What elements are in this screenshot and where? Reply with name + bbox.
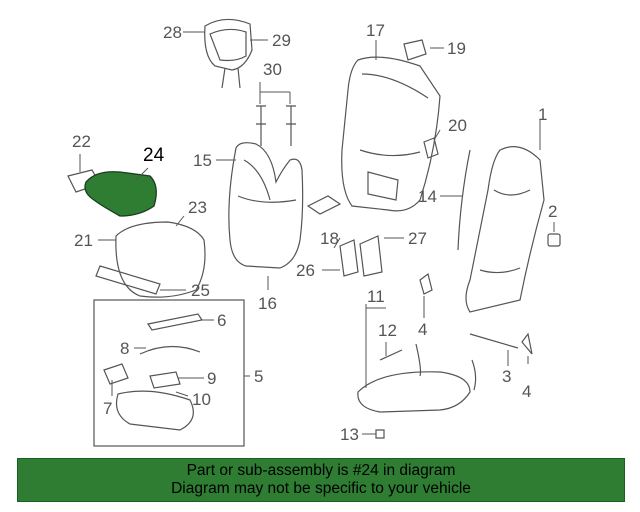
seat-frame — [357, 343, 477, 413]
callout-11: 11 — [367, 287, 385, 306]
callout-26: 26 — [296, 261, 315, 280]
banner-line-1: Part or sub-assembly is #24 in diagram — [186, 462, 456, 479]
callout-9: 9 — [207, 369, 217, 388]
cable-8 — [139, 345, 201, 355]
clip-20 — [423, 137, 439, 159]
panel-25 — [95, 265, 161, 295]
callout-7: 7 — [103, 399, 113, 418]
callout-5: 5 — [254, 367, 264, 386]
armrest-23 — [115, 221, 206, 298]
housing — [115, 390, 194, 431]
callout-20: 20 — [448, 116, 467, 135]
subassembly-box — [93, 299, 245, 447]
info-banner: Part or sub-assembly is #24 in diagram D… — [17, 458, 625, 502]
clip-4a — [419, 272, 433, 295]
headrest — [204, 18, 253, 89]
callout-21: 21 — [74, 231, 93, 250]
cover-18 — [306, 195, 342, 215]
callout-29: 29 — [272, 31, 291, 50]
guide-sleeves — [256, 105, 296, 146]
callout-18: 18 — [320, 229, 339, 248]
part-10 — [149, 371, 181, 389]
callout-25: 25 — [191, 281, 210, 300]
callout-23: 23 — [188, 198, 207, 217]
callout-1: 1 — [538, 105, 548, 124]
callout-6: 6 — [217, 311, 227, 330]
seatback-frame — [341, 56, 441, 212]
side-frame — [465, 146, 545, 313]
callout-16: 16 — [258, 294, 277, 313]
callout-10: 10 — [192, 390, 211, 409]
knob-2 — [547, 233, 561, 247]
callout-24: 24 — [143, 145, 165, 166]
callout-27: 27 — [408, 229, 427, 248]
callout-28: 28 — [163, 23, 182, 42]
clip-4b — [521, 332, 533, 355]
callout-3: 3 — [502, 367, 512, 386]
callout-14: 14 — [418, 187, 437, 206]
callout-22: 22 — [72, 132, 91, 151]
callout-4b: 4 — [522, 382, 532, 401]
callout-30: 30 — [263, 60, 282, 79]
callout-15: 15 — [193, 151, 212, 170]
part-7 — [103, 363, 129, 385]
bracket-19 — [403, 39, 427, 61]
armrest-cover-24 — [84, 171, 157, 217]
bar-3 — [469, 333, 519, 349]
callout-2: 2 — [548, 202, 558, 221]
callout-19: 19 — [447, 39, 466, 58]
callout-8: 8 — [120, 339, 130, 358]
leader-lines — [79, 31, 555, 435]
part-6 — [147, 313, 203, 331]
parts-diagram: 28 29 30 17 19 20 1 2 14 15 16 18 27 26 … — [67, 18, 561, 447]
callout-17: 17 — [366, 21, 385, 40]
diagram-drawing — [67, 18, 561, 447]
trim-27 — [359, 235, 383, 277]
banner-line-2: Diagram may not be specific to your vehi… — [171, 480, 471, 497]
part-12 — [379, 349, 403, 361]
backrest-cover — [228, 142, 304, 269]
rod-14 — [457, 149, 471, 251]
trim-26 — [339, 239, 359, 277]
callout-4a: 4 — [418, 320, 428, 339]
callout-13: 13 — [340, 425, 359, 444]
bolt-13 — [375, 429, 385, 439]
callout-12: 12 — [378, 321, 397, 340]
